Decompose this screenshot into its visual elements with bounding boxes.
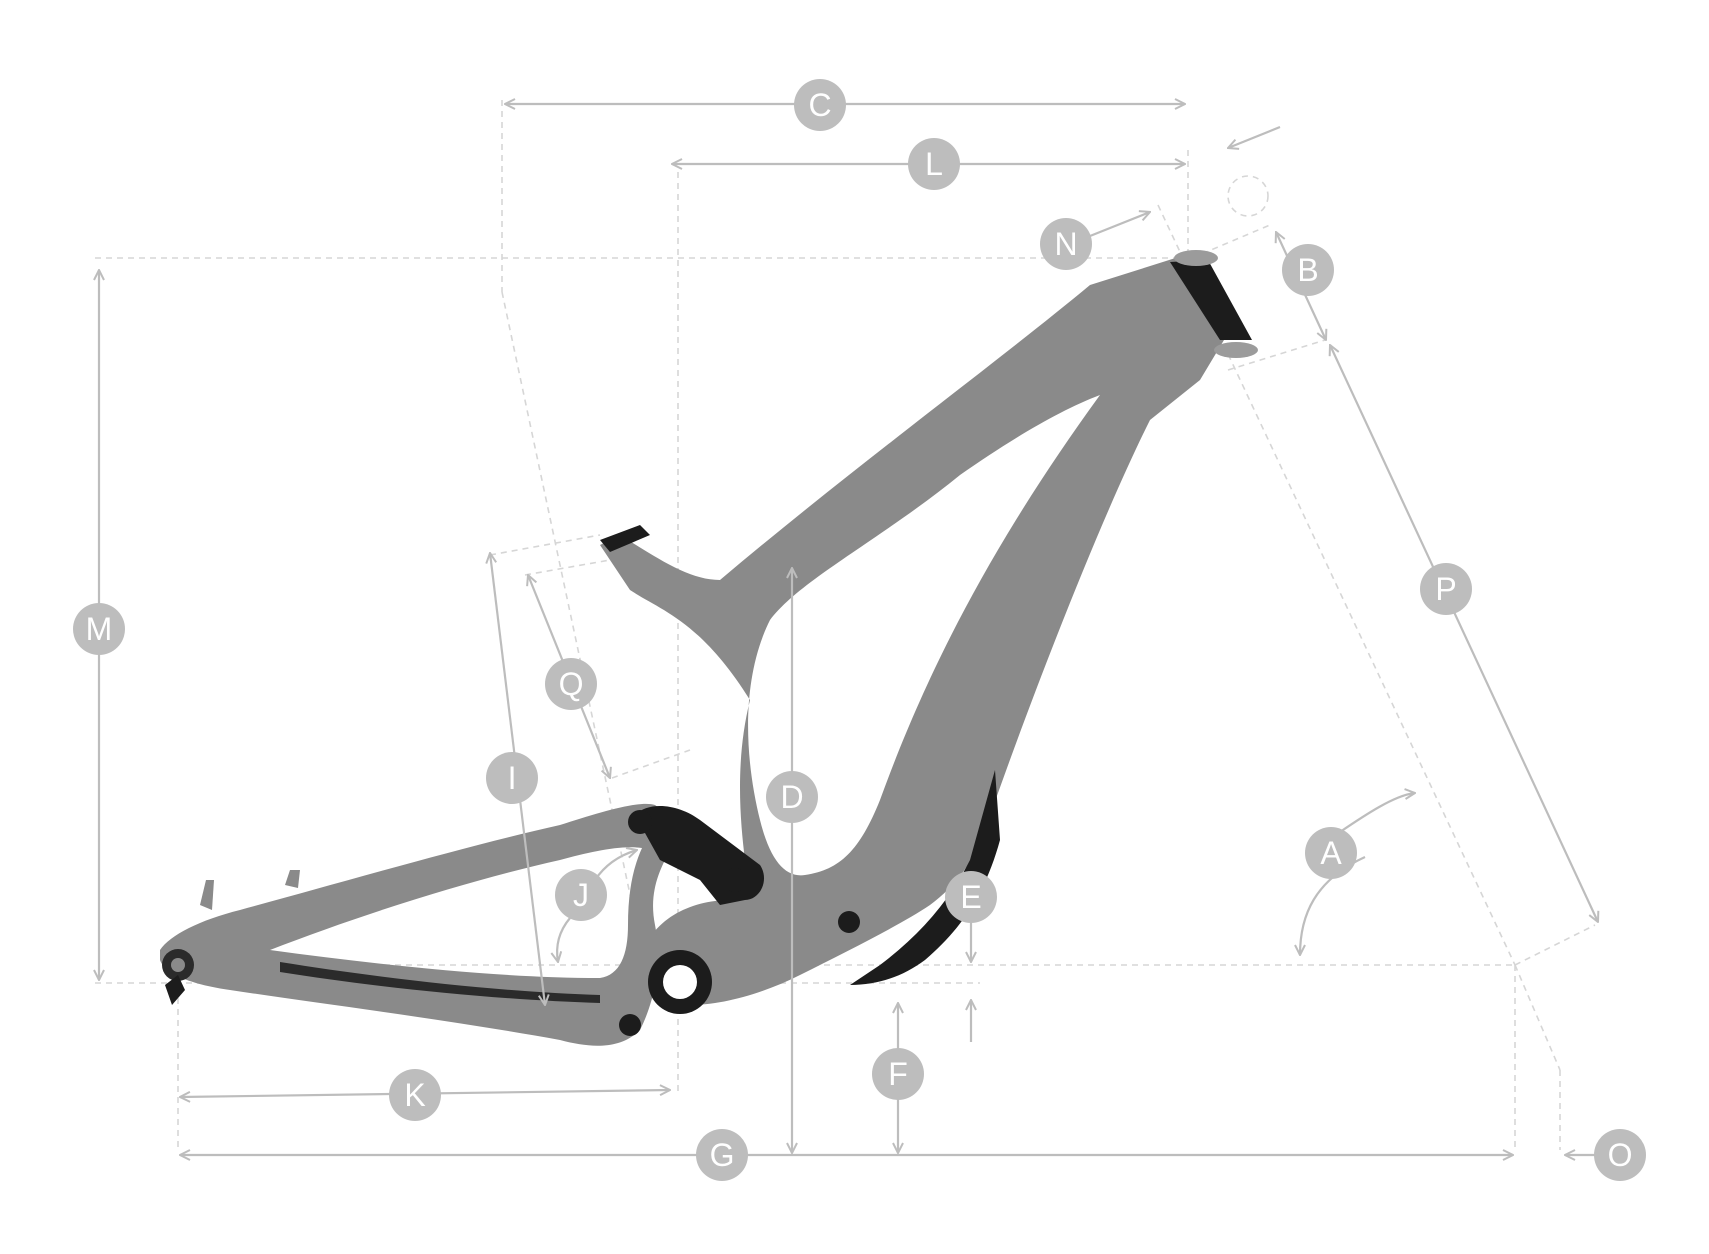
svg-text:M: M [86, 611, 113, 647]
derailleur-hanger [165, 975, 185, 1005]
shock-mount [723, 868, 747, 892]
brake-mount-post-2 [285, 870, 300, 888]
seat-collar [600, 525, 650, 552]
svg-text:F: F [888, 1056, 908, 1092]
front-triangle [600, 255, 1230, 1005]
rear-axle-center [171, 958, 185, 972]
badge-C: C [794, 79, 846, 131]
svg-text:Q: Q [559, 666, 584, 702]
rear-swingarm [160, 803, 668, 1046]
badge-I: I [486, 752, 538, 804]
badge-N: N [1040, 218, 1092, 270]
lower-pivot [619, 1014, 641, 1036]
badge-M: M [73, 603, 125, 655]
badge-E: E [945, 871, 997, 923]
headset-bottom [1214, 342, 1258, 358]
badge-A: A [1305, 827, 1357, 879]
svg-text:L: L [925, 146, 943, 182]
headset-top [1174, 250, 1218, 266]
svg-text:P: P [1435, 571, 1456, 607]
badge-Q: Q [545, 658, 597, 710]
svg-text:B: B [1297, 252, 1318, 288]
badge-J: J [555, 869, 607, 921]
head-tube [1170, 260, 1252, 340]
badge-P: P [1420, 563, 1472, 615]
svg-text:E: E [960, 879, 981, 915]
bike-frame [160, 250, 1258, 1046]
svg-text:K: K [404, 1077, 425, 1113]
svg-text:N: N [1054, 226, 1077, 262]
svg-text:G: G [710, 1137, 735, 1173]
badge-F: F [872, 1048, 924, 1100]
svg-text:C: C [808, 87, 831, 123]
badge-L: L [908, 138, 960, 190]
svg-text:A: A [1320, 835, 1342, 871]
svg-text:J: J [573, 877, 589, 913]
bottom-bracket-bore [663, 965, 697, 999]
badge-B: B [1282, 244, 1334, 296]
brake-mount-post [200, 880, 214, 910]
link-pivot [628, 810, 652, 834]
badge-K: K [389, 1069, 441, 1121]
badge-D: D [766, 771, 818, 823]
badge-G: G [696, 1129, 748, 1181]
badge-O: O [1594, 1129, 1646, 1181]
svg-text:D: D [780, 779, 803, 815]
frame-bolt [838, 911, 860, 933]
svg-text:I: I [508, 760, 517, 796]
svg-text:O: O [1608, 1137, 1633, 1173]
